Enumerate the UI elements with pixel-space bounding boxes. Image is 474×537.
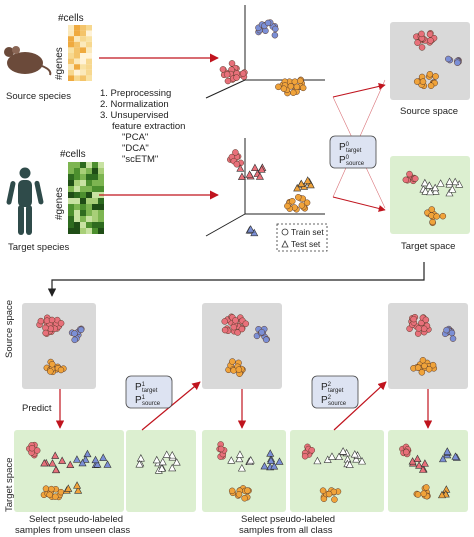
train-circle-icon	[281, 228, 289, 236]
source-space-side-label: Source space	[4, 300, 15, 358]
train-test-legend: Train set Test set	[276, 223, 328, 252]
target-panel-5	[388, 430, 468, 512]
source-species-label: Source species	[6, 91, 71, 102]
source-panel-2	[202, 303, 282, 389]
arrow-to-bottom-row	[47, 262, 425, 297]
cells-label-bottom: #cells	[60, 149, 86, 160]
human-icon	[6, 167, 44, 235]
target-space-label: Target space	[401, 241, 455, 252]
step-3-cont: feature extraction	[112, 121, 185, 132]
method-dca: "DCA"	[122, 143, 149, 154]
source-embedding-axes	[205, 5, 325, 99]
step-1: 1. Preprocessing	[100, 88, 171, 99]
source-space-label: Source space	[400, 106, 458, 117]
legend-train: Train set	[291, 227, 324, 237]
arrow-up-2	[333, 381, 387, 431]
source-panel-3	[388, 303, 468, 389]
genes-label-top: #genes	[54, 47, 65, 80]
target-space-side-label: Target space	[4, 458, 15, 512]
caption-2-line-1: Select pseudo-labeled	[241, 514, 335, 525]
arrow-to-source-space	[332, 83, 386, 98]
target-panel-1	[14, 430, 124, 512]
target-expression-matrix	[68, 162, 104, 234]
method-scetm: "scETM"	[122, 154, 158, 165]
target-species-label: Target species	[8, 242, 70, 253]
genes-label-bottom: #genes	[54, 187, 65, 220]
caption-1-line-1: Select pseudo-labeled	[29, 514, 123, 525]
caption-2-line-2: samples from all class	[239, 525, 333, 536]
target-embedding-axes	[205, 138, 325, 237]
processing-steps: 1. Preprocessing 2. Normalization 3. Uns…	[100, 88, 185, 165]
mouse-icon	[4, 46, 52, 76]
source-expression-matrix	[68, 25, 92, 81]
step-3: 3. Unsupervised	[100, 110, 169, 121]
cells-label-top: #cells	[58, 13, 84, 24]
source-space-panel	[390, 22, 470, 100]
arrow-to-target-space	[332, 196, 386, 212]
test-triangle-icon	[281, 240, 289, 248]
source-panel-1	[22, 303, 96, 389]
predict-label: Predict	[22, 403, 52, 414]
method-pca: "PCA"	[122, 132, 148, 143]
step-2: 2. Normalization	[100, 99, 169, 110]
legend-test: Test set	[291, 239, 321, 249]
cell-clusters	[26, 19, 464, 503]
caption-1-line-2: samples from unseen class	[15, 525, 130, 536]
